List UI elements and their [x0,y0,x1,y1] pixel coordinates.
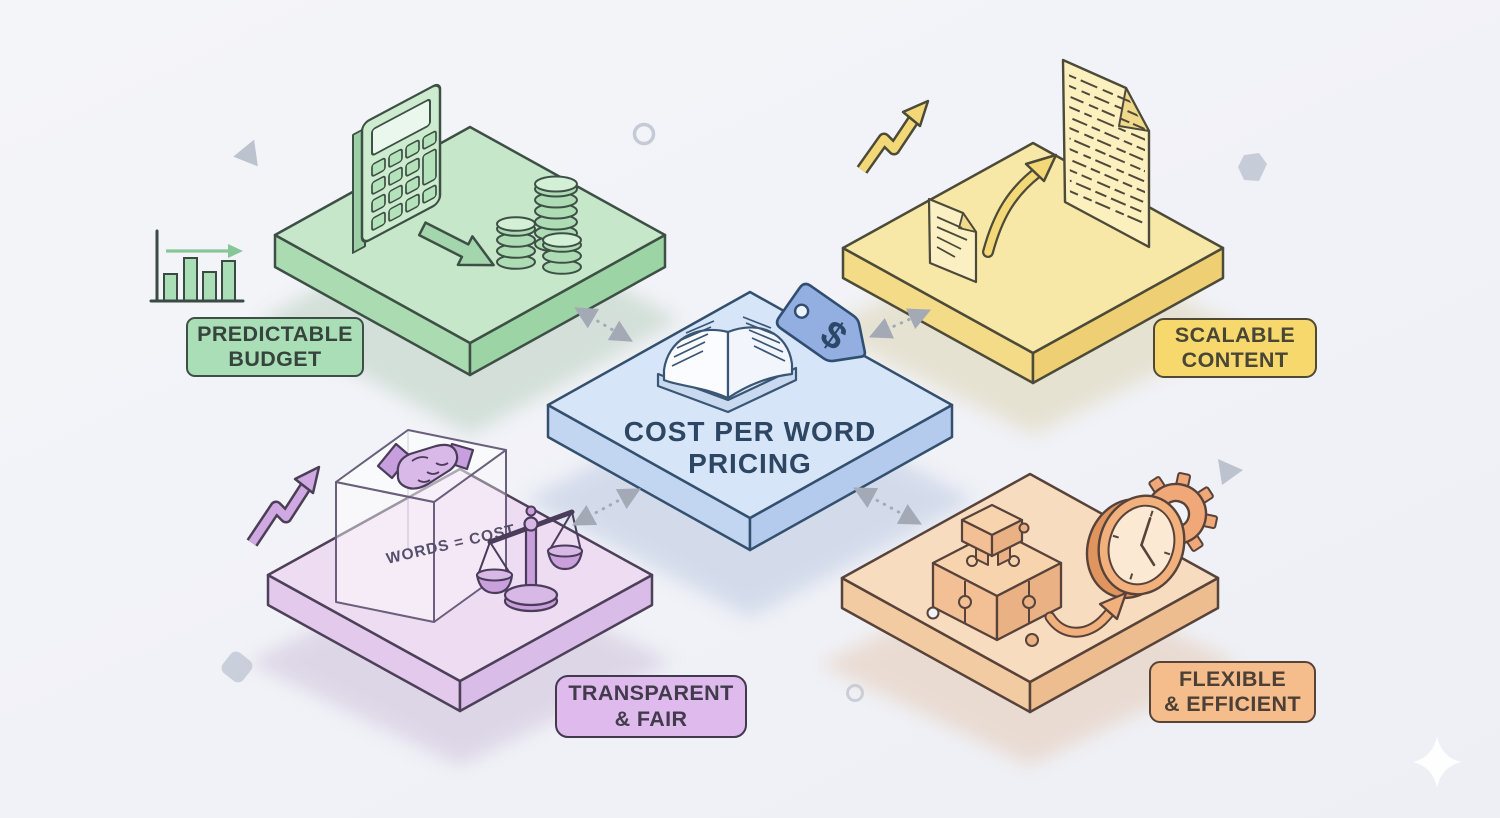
connectors [572,307,932,526]
small-document-icon [927,197,978,284]
puzzle-piece-icon [960,503,1030,566]
platform-cost-per-word-pricing: $ COST PER WORD PRICING [546,282,954,552]
center-title-line2: PRICING [688,448,812,479]
handshake-icon [376,442,475,490]
label-transparent-fair: TRANSPARENT & FAIR [555,675,747,738]
coin-stacks-icon [496,175,582,275]
puzzle-knob [1022,595,1036,609]
platform-predictable-budget [273,83,667,377]
puzzle-tab [1008,555,1020,567]
sparkle-decoration [1413,736,1461,788]
label-line: & FAIR [614,706,688,731]
label-scalable-content: SCALABLE CONTENT [1153,318,1317,378]
page-text-lines [671,316,786,367]
label-line: FLEXIBLE [1178,666,1287,691]
rounded-square-decoration [221,651,253,683]
circle-outline-decoration [846,684,864,702]
calculator-icon [352,83,442,254]
arrowhead [1024,153,1058,183]
balance-scale-icon [475,505,584,613]
down-trend-arrow-icon [417,221,495,267]
label-line: BUDGET [228,347,322,371]
puzzle-knob [1018,522,1030,534]
document-text-lines [1069,73,1145,226]
open-book-icon [656,316,798,414]
label-predictable-budget: PREDICTABLE BUDGET [186,317,364,377]
label-line: PREDICTABLE [197,321,353,346]
arrowhead [293,465,321,495]
calculator-keys [371,130,437,231]
puzzle-tab [966,555,978,567]
triangle-decoration [233,139,258,167]
clock-icon [1085,494,1186,600]
bar-chart-icon [149,229,245,303]
piece-right-face [990,518,1024,558]
label-line: & EFFICIENT [1164,692,1301,716]
clasped-hands [396,443,459,490]
label-line: SCALABLE [1174,322,1296,347]
curved-arrow-icon [1044,591,1128,638]
book-cover [656,366,798,414]
background-decorations [221,122,1461,788]
triangle-decoration [1218,459,1243,485]
puzzle-notch [926,606,940,620]
platform-top-face [266,467,654,683]
hour-hand [1140,517,1152,547]
minute-hand [1140,543,1156,567]
folded-corner [958,212,977,233]
tag-hole [793,303,810,319]
zigzag-growth-arrow-icon [856,99,930,174]
price-tag-icon: $ [775,282,867,363]
arrowhead [1098,591,1128,621]
large-document-icon [1061,58,1151,249]
label-line: CONTENT [1181,348,1289,372]
arrowhead [228,244,243,258]
center-title-line1: COST PER WORD [624,416,877,447]
puzzle-knob [958,595,972,609]
book-right-page [726,326,794,400]
connector-center-scalable [868,308,932,339]
connector-budget-center [574,307,633,342]
puzzle-tab [1025,633,1039,647]
growth-curve-arrow-icon [982,153,1058,258]
circle-outline-decoration [632,122,656,146]
platform-flexible-efficient [840,472,1220,714]
hexagon-decoration [1238,153,1267,181]
zigzag-growth-arrow-icon [246,465,321,547]
calculator-screen [371,98,431,156]
platform-transparent-fair: WORDS = COST [246,429,654,713]
label-flexible-efficient: FLEXIBLE & EFFICIENT [1149,661,1316,723]
label-line: TRANSPARENT [568,681,734,706]
arrowhead [901,99,930,128]
platform-scalable-content [841,58,1225,385]
